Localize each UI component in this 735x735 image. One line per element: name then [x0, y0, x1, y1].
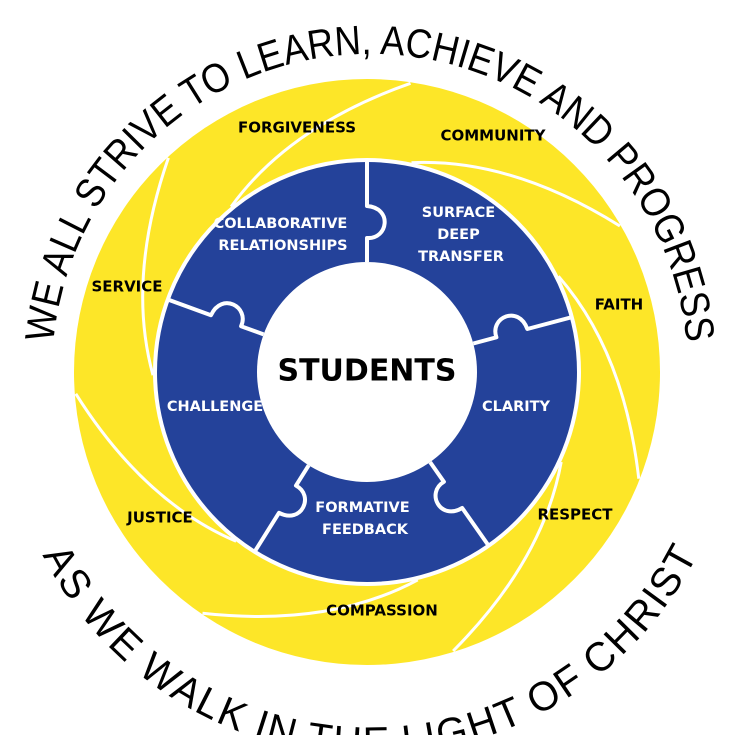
value-service: SERVICE — [91, 278, 162, 296]
value-community: COMMUNITY — [440, 127, 546, 145]
values-ring-dividers — [74, 81, 641, 653]
piece-surface-deep-transfer-line-1: SURFACE — [422, 205, 495, 221]
puzzle-seam — [428, 460, 491, 548]
piece-formative-feedback-line-2: FEEDBACK — [322, 522, 409, 538]
piece-formative-feedback: FORMATIVE FEEDBACK — [315, 500, 414, 538]
puzzle-ring-outline — [153, 158, 581, 586]
ring-divider — [229, 81, 411, 208]
puzzle-seams — [166, 159, 574, 554]
puzzle-seam — [166, 297, 265, 337]
piece-collaborative-relationships: COLLABORATIVE RELATIONSHIPS — [214, 216, 353, 254]
piece-challenge: CHALLENGE — [167, 399, 263, 415]
center-circle — [257, 262, 477, 482]
ring-divider — [452, 461, 563, 653]
value-justice: JUSTICE — [126, 509, 193, 527]
value-compassion: COMPASSION — [326, 602, 438, 620]
ring-divider — [141, 157, 170, 376]
piece-surface-deep-transfer: SURFACE DEEP TRANSFER — [418, 205, 504, 265]
center-label: STUDENTS — [277, 354, 456, 389]
piece-formative-feedback-line-1: FORMATIVE — [315, 500, 409, 516]
piece-surface-deep-transfer-line-2: DEEP — [437, 227, 480, 243]
ring-divider — [202, 578, 419, 618]
puzzle-seam — [365, 159, 387, 262]
value-faith: FAITH — [595, 296, 644, 314]
piece-clarity: CLARITY — [482, 399, 551, 415]
puzzle-seam — [472, 313, 574, 346]
ring-divider — [74, 392, 237, 543]
ring-divider — [411, 160, 621, 228]
piece-collaborative-relationships-line-2: RELATIONSHIPS — [218, 238, 347, 254]
ring-divider — [557, 275, 641, 479]
value-respect: RESPECT — [537, 506, 613, 524]
piece-surface-deep-transfer-line-3: TRANSFER — [418, 249, 504, 265]
value-forgiveness: FORGIVENESS — [238, 119, 356, 137]
puzzle-seam — [252, 464, 311, 554]
piece-collaborative-relationships-line-1: COLLABORATIVE — [214, 216, 348, 232]
